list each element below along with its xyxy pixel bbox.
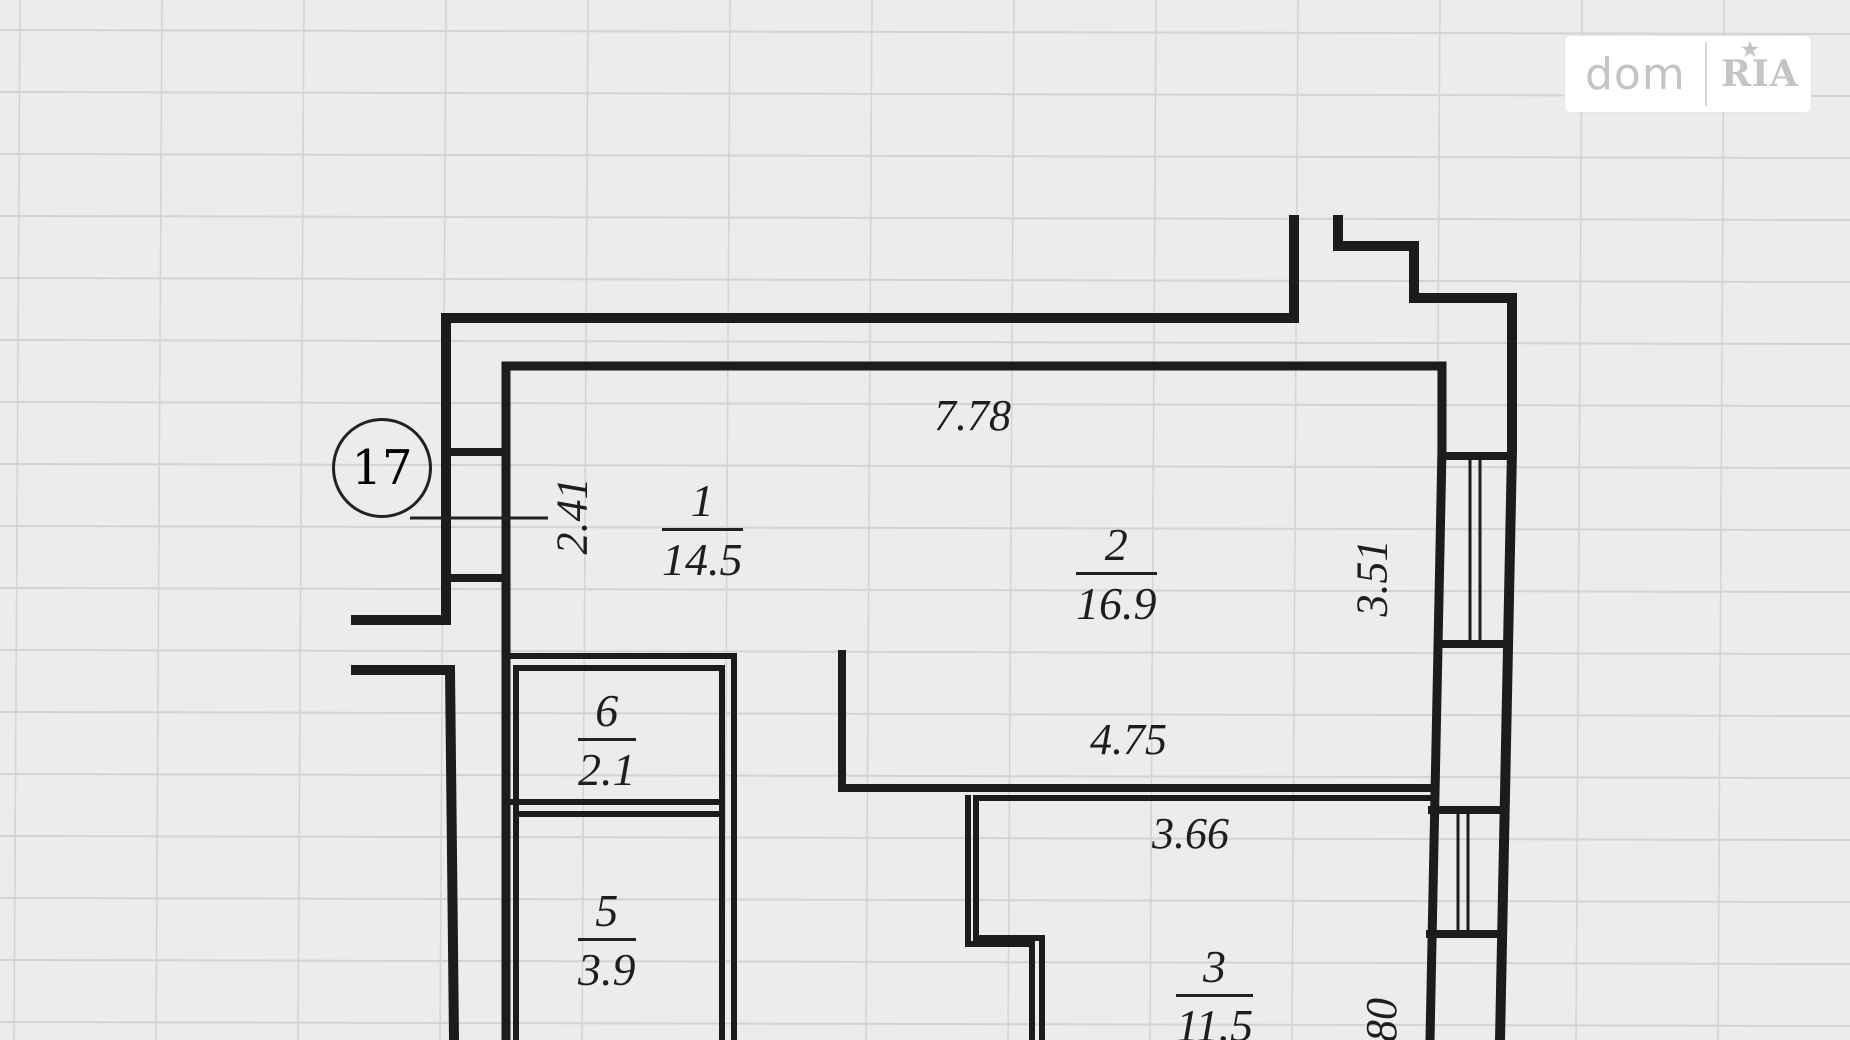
grid-line-v (13, 0, 21, 1040)
grid-line-h (0, 1021, 1850, 1027)
room-5-number: 5 (578, 888, 636, 941)
grid-line-h (0, 711, 1850, 717)
dimension-left-height: 2.41 (547, 477, 597, 555)
room-6-label: 6 2.1 (578, 688, 636, 793)
grid-line-v (155, 0, 163, 1040)
room-3-number: 3 (1176, 944, 1254, 997)
grid-line-v (1717, 0, 1725, 1040)
room-6-area: 2.1 (578, 744, 636, 795)
grid-line-v (297, 0, 305, 1040)
grid-line-v (865, 0, 873, 1040)
watermark-word: dom (1585, 48, 1686, 100)
walls (351, 215, 1517, 1040)
dimension-room2-bottom: 4.75 (1090, 715, 1167, 764)
room-5-area: 3.9 (578, 944, 636, 995)
unit-marker: 17 (332, 418, 432, 518)
grid-line-h (0, 91, 1850, 97)
grid-line-h (0, 153, 1850, 159)
room-3-label: 3 11.5 (1176, 944, 1254, 1040)
grid-line-h (0, 649, 1850, 655)
outer-wall-right (1333, 215, 1517, 1040)
watermark-brand: RIA ★ (1707, 37, 1799, 95)
grid-line-h (0, 897, 1850, 903)
grid-line-v (1149, 0, 1157, 1040)
room-1-label: 1 14.5 (662, 478, 743, 583)
watermark-brand-text: RIA (1721, 53, 1799, 95)
dimension-room3-top: 3.66 (1152, 809, 1229, 858)
room-3-area: 11.5 (1176, 1000, 1254, 1040)
grid-line-v (1575, 0, 1583, 1040)
grid-line-h (0, 463, 1850, 469)
outer-wall-left-lower (351, 665, 460, 1040)
closet-partition-inner (513, 665, 725, 1040)
grid-line-v (581, 0, 589, 1040)
grid-line-h (0, 401, 1850, 407)
watermark-badge: dom RIA ★ (1565, 36, 1811, 112)
star-icon: ★ (1741, 37, 1760, 61)
grid-line-h (0, 29, 1850, 35)
partition-room2-room3-b (973, 795, 1433, 1040)
closet-partition-outer (507, 653, 737, 1040)
partition-room2-room3-c (965, 795, 1035, 1040)
grid-line-h (0, 525, 1850, 531)
watermark-separator (1705, 42, 1707, 106)
grid-line-h (0, 959, 1850, 965)
room-1-number: 1 (662, 478, 743, 531)
unit-marker-number: 17 (351, 440, 413, 496)
grid-line-h (0, 773, 1850, 779)
partition-room2-room3-a (838, 650, 1436, 792)
room-2-number: 2 (1076, 522, 1157, 575)
room-2-label: 2 16.9 (1076, 522, 1157, 627)
grid-line-h (0, 587, 1850, 593)
grid-line-h (0, 835, 1850, 841)
outer-wall-top (351, 215, 1299, 625)
dimension-top-width: 7.78 (934, 391, 1011, 440)
grid-line-h (0, 277, 1850, 283)
grid-line-h (0, 215, 1850, 221)
dimension-right-height: 3.51 (1347, 539, 1397, 617)
room-6-number: 6 (578, 688, 636, 741)
room-2-area: 16.9 (1076, 578, 1157, 629)
grid-line-h (0, 339, 1850, 345)
room-5-label: 5 3.9 (578, 888, 636, 993)
room-1-area: 14.5 (662, 534, 743, 585)
dimension-room3-side: 80 (1357, 998, 1406, 1040)
grid-line-v (1291, 0, 1299, 1040)
grid-line-v (1007, 0, 1015, 1040)
